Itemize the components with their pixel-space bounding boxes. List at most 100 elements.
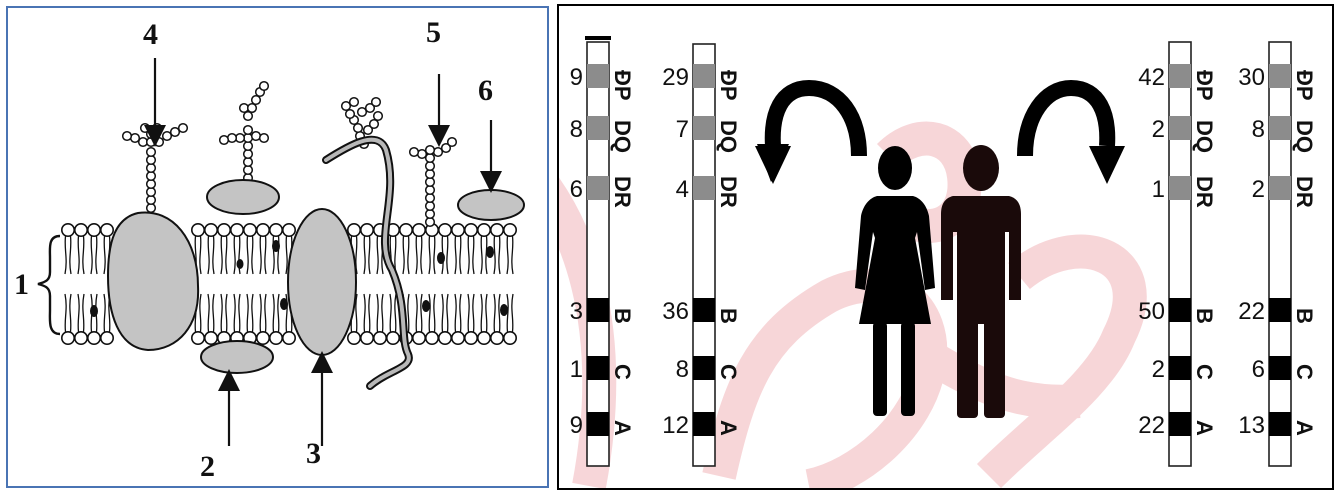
phospholipid-bottom	[255, 293, 271, 346]
sugar-bead	[352, 122, 364, 134]
sugar-bead	[340, 100, 352, 112]
locus-label: B	[716, 308, 741, 324]
allele-number: 30	[1238, 64, 1265, 91]
phospholipid-top	[398, 223, 414, 275]
chromosome-strip	[586, 41, 610, 467]
locus-label: DR	[716, 176, 741, 208]
label-6: 6	[478, 74, 493, 107]
allele-number: 7	[676, 116, 689, 143]
allele-number: 1	[1152, 176, 1165, 203]
label-5: 5	[426, 16, 441, 49]
locus-label: B	[1192, 308, 1217, 324]
label-1: 1	[14, 268, 29, 301]
phospholipid-bottom	[217, 293, 231, 346]
locus-label: DQ	[716, 120, 741, 153]
sugar-bead	[218, 134, 230, 146]
phospholipid-bottom	[60, 293, 75, 346]
allele-number: 1	[570, 356, 583, 383]
sugar-bead	[258, 132, 270, 144]
locus-label: B	[1292, 308, 1317, 324]
hla-band	[1169, 356, 1191, 380]
hla-band	[587, 64, 609, 88]
phospholipid-bottom	[359, 293, 375, 346]
locus-label: A	[610, 420, 635, 436]
hla-band	[693, 412, 715, 436]
hla-band	[587, 298, 609, 322]
phospholipid-bottom	[243, 293, 258, 346]
allele-number: 9	[570, 64, 583, 91]
hla-band	[1169, 298, 1191, 322]
label-4: 4	[143, 18, 158, 51]
hla-band	[693, 356, 715, 380]
phospholipid-top	[60, 223, 75, 275]
sugar-bead	[250, 130, 262, 142]
sugar-bead	[121, 130, 133, 142]
hla-band	[587, 176, 609, 200]
phospholipid-top	[450, 223, 466, 275]
sugar-bead	[432, 146, 444, 158]
sugar-bead	[161, 130, 173, 142]
membrane-diagram: 1 2 3 4 5 6	[14, 16, 525, 483]
phospholipid-bottom	[204, 293, 218, 346]
phospholipid-bottom	[463, 293, 479, 346]
peripheral-protein-bottom	[200, 340, 274, 374]
hla-band	[1269, 298, 1291, 322]
allele-number: 50	[1138, 298, 1165, 325]
sugar-bead	[129, 132, 141, 144]
glycan-chain-5	[408, 136, 458, 228]
phospholipid-top	[87, 223, 101, 275]
sugar-bead	[139, 122, 151, 134]
locus-label: A	[716, 420, 741, 436]
locus-label: DR	[1192, 176, 1217, 208]
label-3: 3	[306, 437, 321, 470]
allele-number: 12	[662, 412, 689, 439]
phospholipid-bottom	[502, 293, 518, 346]
allele-number: 29	[662, 64, 689, 91]
locus-label: ĐP	[716, 70, 741, 101]
locus-label: DR	[610, 176, 635, 208]
phospholipid-bottom	[268, 293, 284, 346]
man-icon	[941, 145, 1021, 418]
hla-band	[1269, 64, 1291, 88]
allele-number: 36	[662, 298, 689, 325]
allele-number: 9	[570, 412, 583, 439]
locus-label: B	[610, 308, 635, 324]
sugar-bead	[368, 118, 380, 130]
locus-label: A	[1292, 420, 1317, 436]
locus-label: C	[1292, 364, 1317, 380]
hla-band	[1269, 116, 1291, 140]
phospholipid-top	[74, 223, 88, 275]
sugar-bead	[145, 146, 157, 158]
sugar-bead	[372, 110, 384, 122]
phospholipid-top	[204, 223, 218, 275]
hla-band	[587, 412, 609, 436]
cholesterol-molecules	[90, 240, 508, 317]
sugar-bead	[364, 102, 376, 114]
chromosome-strip	[1268, 41, 1292, 467]
hla-band	[1269, 356, 1291, 380]
woman-icon	[855, 146, 935, 416]
allele-number: 8	[676, 356, 689, 383]
allele-number: 6	[1252, 356, 1265, 383]
phospholipid-top	[359, 223, 375, 275]
hla-band	[1169, 116, 1191, 140]
locus-label: C	[716, 364, 741, 380]
hla-band	[1169, 412, 1191, 436]
phospholipid-bottom	[437, 293, 453, 346]
hla-band	[1269, 412, 1291, 436]
chromosome-strip	[1168, 41, 1192, 467]
locus-label: DQ	[1192, 120, 1217, 153]
integral-protein-right	[287, 208, 357, 356]
peripheral-protein-top	[206, 179, 280, 215]
locus-label: DQ	[1292, 120, 1317, 153]
sugar-bead	[446, 136, 458, 148]
hla-band	[693, 116, 715, 140]
curved-arrow-right-icon	[1017, 79, 1125, 184]
phospholipid-top	[463, 223, 479, 275]
sugar-bead	[370, 96, 382, 108]
sugar-bead	[226, 132, 238, 144]
